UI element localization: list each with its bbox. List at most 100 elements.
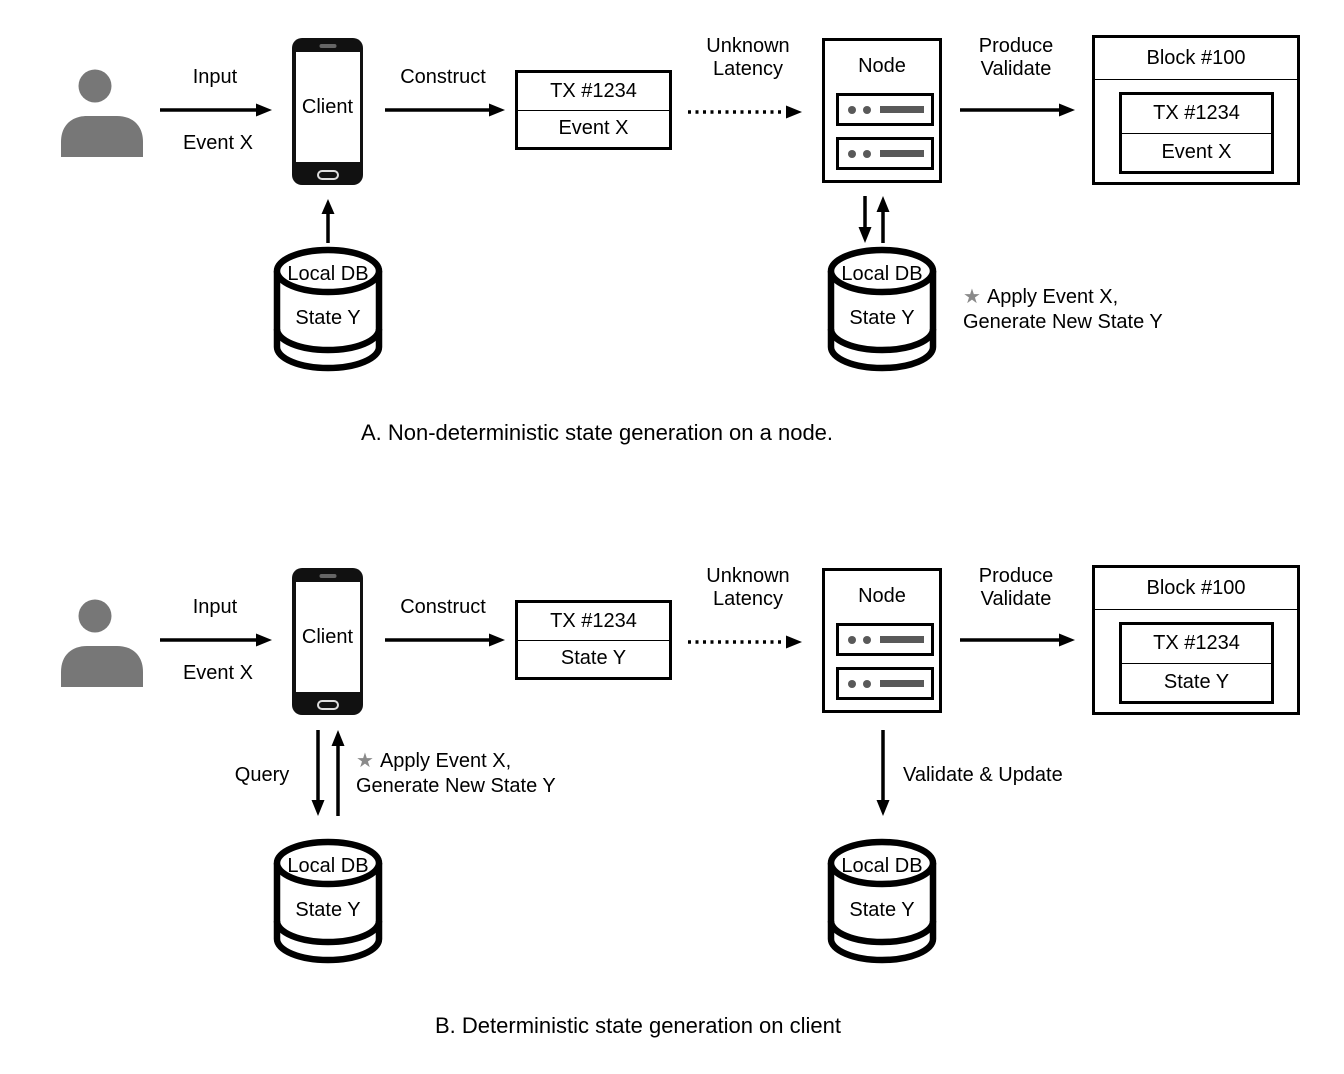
server-led-icon bbox=[848, 105, 856, 114]
block-title: Block #100 bbox=[1095, 38, 1297, 80]
construct-label: Construct bbox=[400, 596, 486, 618]
validate-update-label: Validate & Update bbox=[903, 764, 1063, 786]
unknown-latency-dotted-arrow bbox=[688, 635, 802, 649]
tx-box-title: TX #1234 bbox=[550, 609, 637, 632]
database-cylinder-icon bbox=[827, 246, 937, 372]
produce-arrow bbox=[960, 633, 1075, 647]
server-row-icon bbox=[836, 667, 934, 700]
client-label: Client bbox=[295, 582, 360, 692]
block-tx-box: TX #1234 Event X bbox=[1119, 92, 1274, 174]
db-title: Local DB bbox=[841, 855, 923, 877]
input-event-label: Event X bbox=[182, 132, 254, 154]
db-value: State Y bbox=[295, 307, 361, 329]
diagram-a: Input Event X Client Construct TX #1234 … bbox=[0, 0, 1344, 530]
server-row-icon bbox=[836, 137, 934, 170]
apply-event-annotation: ★Apply Event X, Generate New State Y bbox=[356, 749, 556, 799]
server-led-icon bbox=[863, 679, 871, 688]
input-label: Input bbox=[192, 66, 238, 88]
block-tx-box: TX #1234 State Y bbox=[1119, 622, 1274, 704]
client-phone-icon: Client bbox=[292, 568, 363, 715]
diagram-b: Input Event X Client Construct TX #1234 … bbox=[0, 530, 1344, 1074]
client-label: Client bbox=[295, 52, 360, 162]
tx-box: TX #1234 State Y bbox=[515, 600, 672, 680]
phone-speaker-icon bbox=[319, 574, 336, 578]
caption-b: B. Deterministic state generation on cli… bbox=[435, 1013, 841, 1038]
annotation-line1: Apply Event X, bbox=[986, 286, 1119, 308]
db-title: Local DB bbox=[287, 855, 369, 877]
server-bar-icon bbox=[880, 680, 924, 687]
star-icon: ★ bbox=[356, 750, 374, 772]
db-value: State Y bbox=[849, 899, 915, 921]
node-db-icon: Local DB State Y bbox=[827, 246, 937, 374]
block-tx-value: State Y bbox=[1122, 662, 1271, 702]
client-db-icon: Local DB State Y bbox=[273, 838, 383, 966]
query-label: Query bbox=[234, 764, 290, 786]
annotation-line2: Generate New State Y bbox=[963, 311, 1163, 333]
block-tx-value: Event X bbox=[1122, 132, 1271, 172]
server-led-icon bbox=[863, 635, 871, 644]
phone-home-button-icon bbox=[316, 170, 339, 180]
node-box: Node bbox=[822, 568, 942, 713]
block-title: Block #100 bbox=[1095, 568, 1297, 610]
server-row-icon bbox=[836, 93, 934, 126]
phone-speaker-icon bbox=[319, 44, 336, 48]
block-box: Block #100 TX #1234 State Y bbox=[1092, 565, 1300, 715]
server-led-icon bbox=[863, 149, 871, 158]
user-icon bbox=[61, 599, 143, 687]
client-db-up-arrow bbox=[321, 199, 335, 243]
node-label: Node bbox=[858, 585, 906, 607]
client-db-up-arrow bbox=[331, 730, 345, 816]
construct-arrow bbox=[385, 633, 505, 647]
star-icon: ★ bbox=[963, 286, 981, 308]
db-value: State Y bbox=[849, 307, 915, 329]
caption-a: A. Non-deterministic state generation on… bbox=[360, 420, 834, 445]
server-bar-icon bbox=[880, 150, 924, 157]
node-db-down-arrow bbox=[858, 196, 872, 243]
produce-validate-label: Produce Validate bbox=[978, 35, 1054, 80]
tx-box-value: State Y bbox=[518, 639, 669, 678]
apply-event-annotation: ★Apply Event X, Generate New State Y bbox=[963, 285, 1163, 335]
latency-label: Unknown Latency bbox=[706, 35, 790, 80]
server-bar-icon bbox=[880, 106, 924, 113]
input-event-label: Event X bbox=[182, 662, 254, 684]
user-icon bbox=[61, 69, 143, 157]
phone-home-button-icon bbox=[316, 700, 339, 710]
db-title: Local DB bbox=[841, 263, 923, 285]
client-db-icon: Local DB State Y bbox=[273, 246, 383, 374]
node-db-icon: Local DB State Y bbox=[827, 838, 937, 966]
tx-box: TX #1234 Event X bbox=[515, 70, 672, 150]
database-cylinder-icon bbox=[827, 838, 937, 964]
tx-box-title: TX #1234 bbox=[550, 79, 637, 102]
db-value: State Y bbox=[295, 899, 361, 921]
node-box: Node bbox=[822, 38, 942, 183]
client-phone-icon: Client bbox=[292, 38, 363, 185]
construct-arrow bbox=[385, 103, 505, 117]
server-bar-icon bbox=[880, 636, 924, 643]
database-cylinder-icon bbox=[273, 246, 383, 372]
node-label: Node bbox=[858, 55, 906, 77]
latency-label: Unknown Latency bbox=[706, 565, 790, 610]
produce-arrow bbox=[960, 103, 1075, 117]
produce-validate-label: Produce Validate bbox=[978, 565, 1054, 610]
server-led-icon bbox=[848, 635, 856, 644]
construct-label: Construct bbox=[400, 66, 486, 88]
node-db-up-arrow bbox=[876, 196, 890, 243]
block-box: Block #100 TX #1234 Event X bbox=[1092, 35, 1300, 185]
server-led-icon bbox=[848, 679, 856, 688]
block-tx-title: TX #1234 bbox=[1153, 632, 1240, 655]
server-led-icon bbox=[848, 149, 856, 158]
database-cylinder-icon bbox=[273, 838, 383, 964]
block-tx-title: TX #1234 bbox=[1153, 102, 1240, 125]
node-db-down-arrow bbox=[876, 730, 890, 816]
unknown-latency-dotted-arrow bbox=[688, 105, 802, 119]
db-title: Local DB bbox=[287, 263, 369, 285]
server-row-icon bbox=[836, 623, 934, 656]
input-label: Input bbox=[192, 596, 238, 618]
server-led-icon bbox=[863, 105, 871, 114]
input-arrow bbox=[160, 633, 272, 647]
input-arrow bbox=[160, 103, 272, 117]
client-db-down-arrow bbox=[311, 730, 325, 816]
annotation-line1: Apply Event X, bbox=[379, 750, 512, 772]
tx-box-value: Event X bbox=[518, 109, 669, 148]
